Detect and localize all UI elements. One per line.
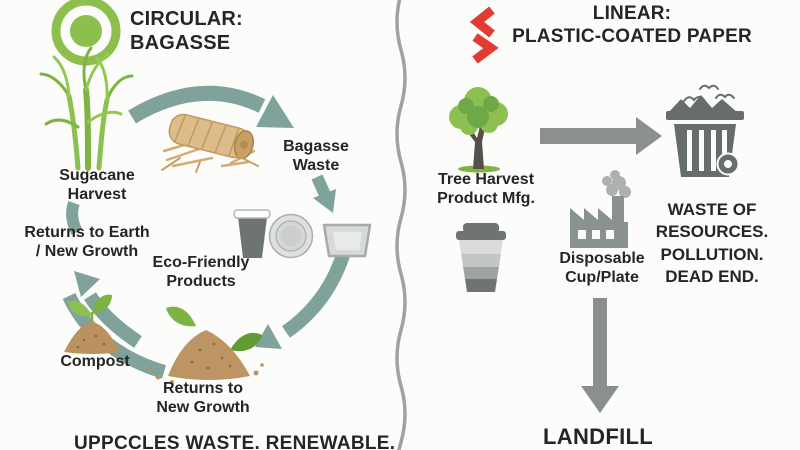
bagasse-label-line1: Bagasse — [283, 138, 349, 155]
coffee-cup-icon — [456, 223, 506, 292]
right-title-line1: LINEAR: — [592, 3, 672, 24]
returns-to-earth-label: Returns to Earth / New Growth — [24, 224, 149, 262]
waste-outcome-text: WASTE OF RESOURCES. POLLUTION. DEAD END. — [656, 199, 768, 289]
waste-line3: POLLUTION. — [660, 244, 764, 264]
factory-icon — [570, 170, 631, 248]
waste-line4: DEAD END. — [665, 267, 759, 287]
circular-cycle-icon — [51, 0, 121, 66]
right-arrow — [540, 117, 662, 155]
left-panel-title: CIRCULAR: BAGASSE — [130, 7, 243, 56]
left-footer-text: UPPCCLES WASTE. RENEWABLE. — [74, 433, 396, 450]
waste-line1: WASTE OF — [667, 200, 757, 219]
down-arrow — [581, 298, 619, 413]
disposable-label-line1: Disposable — [559, 250, 645, 267]
tree-icon — [449, 87, 508, 173]
left-title-line2: BAGASSE — [130, 32, 231, 55]
eco-products-label: Eco-Friendly Products — [153, 254, 250, 292]
new-growth-line1: Returns to — [163, 380, 243, 397]
compost-label: Compost — [60, 353, 129, 372]
tree-label-line1: Tree Harvest — [437, 171, 535, 188]
bagasse-label-line2: Waste — [292, 156, 340, 174]
divider-wavy-line — [395, 0, 407, 450]
landfill-label: LANDFILL — [543, 424, 653, 450]
bagasse-waste-label: Bagasse Waste — [283, 138, 349, 176]
eco-label-line1: Eco-Friendly — [152, 254, 250, 271]
right-title-line2: PLASTIC-COATED PAPER — [512, 26, 752, 48]
compost-label-text: Compost — [60, 353, 130, 370]
compost-mound-sprout-icon — [64, 294, 120, 354]
sugarcane-label-line2: Harvest — [67, 185, 127, 203]
left-title-line1: CIRCULAR: — [130, 8, 243, 30]
sugarcane-label: Sugacane Harvest — [59, 167, 135, 205]
returns-earth-line2: / New Growth — [35, 242, 139, 260]
broken-line-icon — [469, 6, 499, 64]
cup-plate-tray-icon — [233, 209, 372, 259]
returns-to-new-growth-label: Returns to New Growth — [156, 380, 249, 418]
overflowing-trash-can-icon — [666, 84, 744, 177]
tree-label-line2: Product Mfg. — [437, 189, 535, 207]
returns-earth-line1: Returns to Earth — [24, 224, 150, 241]
new-growth-line2: New Growth — [156, 398, 250, 416]
sugarcane-label-line1: Sugacane — [59, 167, 135, 184]
sugarcane-plant-icon — [39, 46, 134, 171]
straw-pile-icon — [161, 113, 259, 173]
disposable-label: Disposable Cup/Plate — [559, 250, 644, 288]
disposable-label-line2: Cup/Plate — [565, 268, 639, 286]
waste-line2: RESOURCES. — [655, 222, 769, 242]
landfill-label-text: LANDFILL — [543, 424, 653, 449]
eco-label-line2: Products — [166, 272, 236, 290]
right-panel-title: LINEAR: PLASTIC-COATED PAPER — [512, 2, 752, 48]
tree-harvest-label: Tree Harvest Product Mfg. — [437, 171, 535, 209]
soil-pile-leaves-icon — [148, 306, 264, 384]
